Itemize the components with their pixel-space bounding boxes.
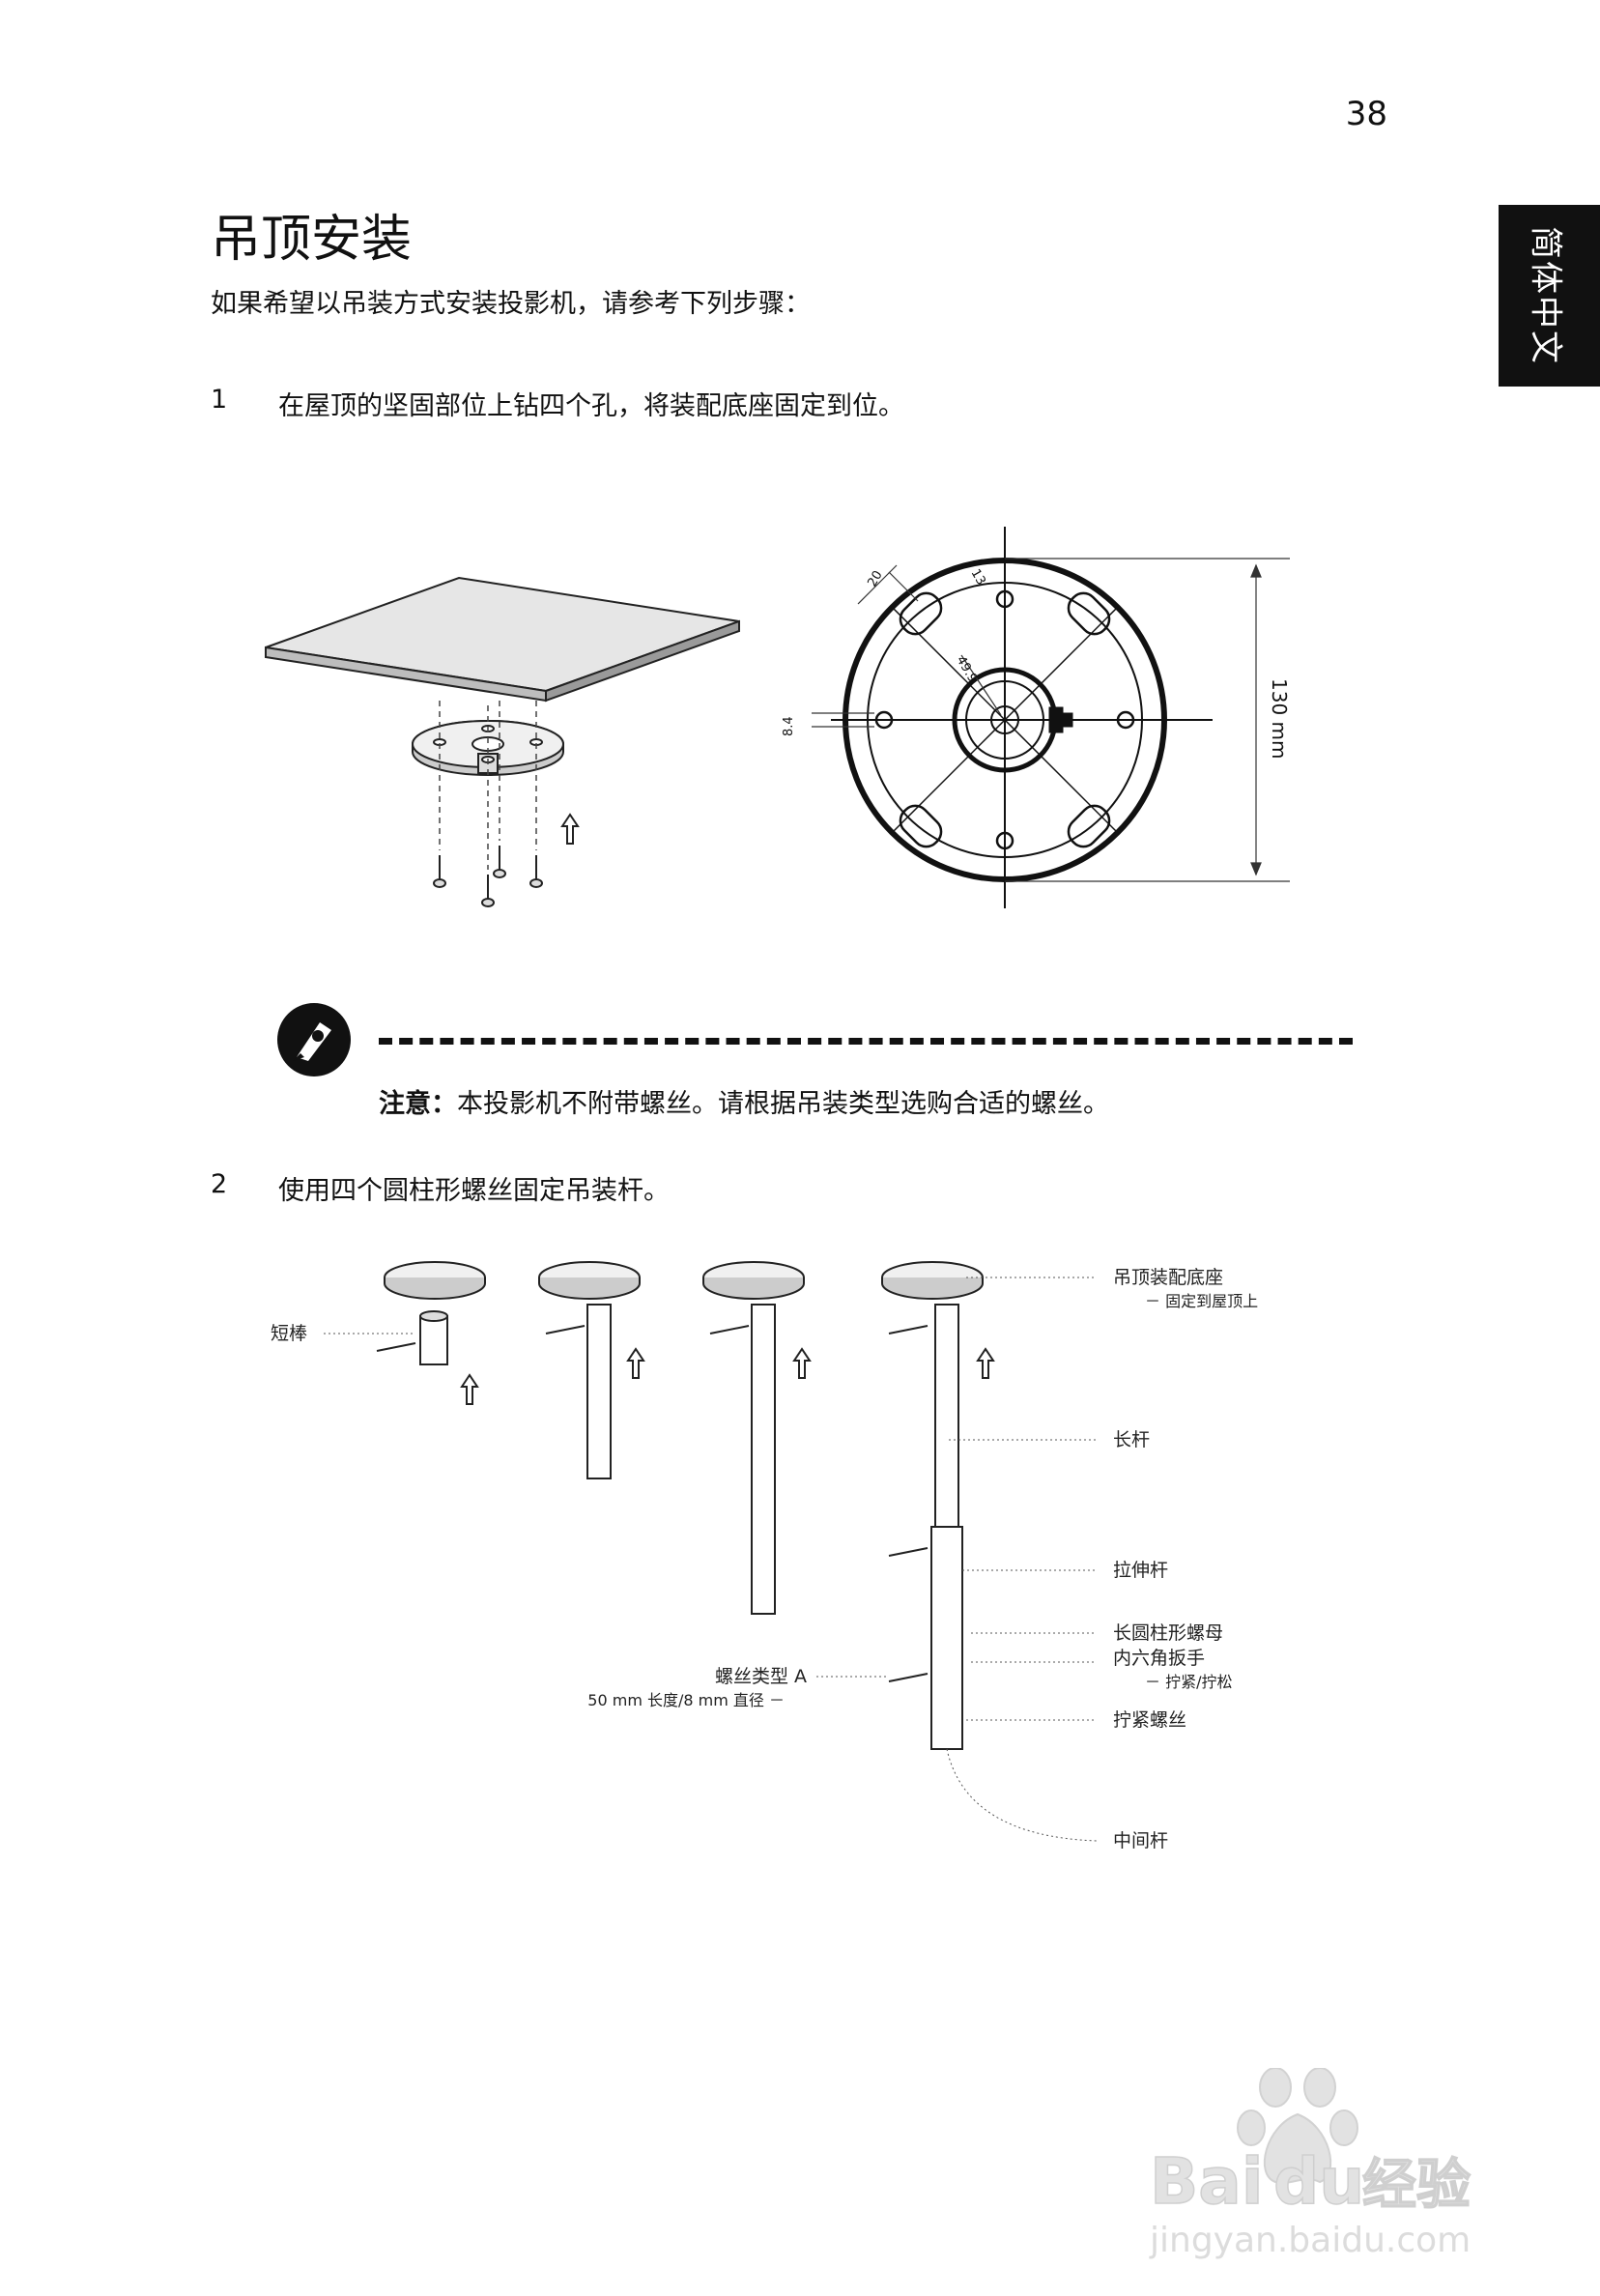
dimension-130: 130 mm [1268, 678, 1291, 760]
watermark-brand: Bai [1150, 2144, 1263, 2219]
assemblies [376, 1261, 984, 1750]
dimension-lines [812, 558, 1290, 882]
screws [433, 846, 543, 907]
label-short-rod: 短棒 [271, 1323, 307, 1344]
label-cylinder-nut: 长圆柱形螺母 [1113, 1622, 1223, 1644]
assembly-long [702, 1261, 805, 1615]
label-hex-wrench: 内六角扳手 [1113, 1648, 1205, 1669]
mounting-plate-top-view [831, 527, 1213, 908]
language-tab-label: 简体中文 [1526, 226, 1565, 365]
label-ceiling-base: 吊顶装配底座 [1113, 1267, 1223, 1288]
up-arrow-icons [460, 1347, 995, 1405]
note-divider [379, 1038, 1353, 1045]
mounting-plate-exploded [412, 720, 564, 776]
label-screw-type-a: 螺丝类型 A [715, 1666, 807, 1687]
assembly-medium [538, 1261, 641, 1479]
ceiling-panel [265, 576, 740, 703]
step-2-number: 2 [211, 1169, 228, 1199]
dimension-20: 20 [865, 568, 885, 589]
guide-lines [439, 701, 537, 870]
step-1-number: 1 [211, 385, 228, 415]
note-icon [277, 1003, 351, 1076]
label-ceiling-base-sub: － 固定到屋顶上 [1145, 1292, 1258, 1310]
note-label: 注意： [379, 1089, 457, 1119]
label-tighten-screw: 拧紧螺丝 [1113, 1709, 1186, 1731]
label-hex-wrench-sub: － 拧紧/拧松 [1145, 1673, 1232, 1691]
language-tab: 简体中文 [1499, 205, 1600, 387]
watermark-suffix: 经验 [1362, 2154, 1471, 2217]
figure-2-rod-assembly: 短棒 吊顶装配底座 － 固定到屋顶上 长杆 拉伸杆 长圆柱形螺母 内六角扳手 －… [271, 1261, 1258, 1851]
baidu-watermark: Bai du 经验 jingyan.baidu.com [1149, 2068, 1471, 2260]
watermark-url: jingyan.baidu.com [1149, 2221, 1471, 2260]
step-1-text: 在屋顶的坚固部位上钻四个孔，将装配底座固定到位。 [278, 391, 904, 421]
note-text: 注意：本投影机不附带螺丝。请根据吊装类型选购合适的螺丝。 [379, 1082, 1109, 1120]
assembly-extended [881, 1261, 984, 1750]
page-title: 吊顶安装 [211, 211, 413, 269]
label-middle-rod: 中间杆 [1113, 1830, 1168, 1851]
dimension-8-4: 8.4 [782, 716, 796, 736]
label-screw-type-a-sub: 50 mm 长度/8 mm 直径 － [587, 1691, 785, 1709]
figure-1-mount-base: 20 13 49.9 8.4 130 mm [265, 527, 1291, 908]
note-body: 本投影机不附带螺丝。请根据吊装类型选购合适的螺丝。 [457, 1089, 1109, 1119]
dimension-13: 13 [968, 567, 988, 588]
leader-lines [324, 1277, 1098, 1842]
intro-text: 如果希望以吊装方式安装投影机，请参考下列步骤： [211, 289, 811, 319]
step-2-text: 使用四个圆柱形螺丝固定吊装杆。 [278, 1176, 670, 1206]
up-arrow-icon [560, 813, 580, 845]
label-long-rod: 长杆 [1113, 1429, 1150, 1450]
watermark-brand-du: du [1273, 2144, 1364, 2219]
assembly-short [376, 1261, 486, 1365]
label-extension-rod: 拉伸杆 [1113, 1560, 1168, 1581]
page-number: 38 [1345, 95, 1387, 133]
